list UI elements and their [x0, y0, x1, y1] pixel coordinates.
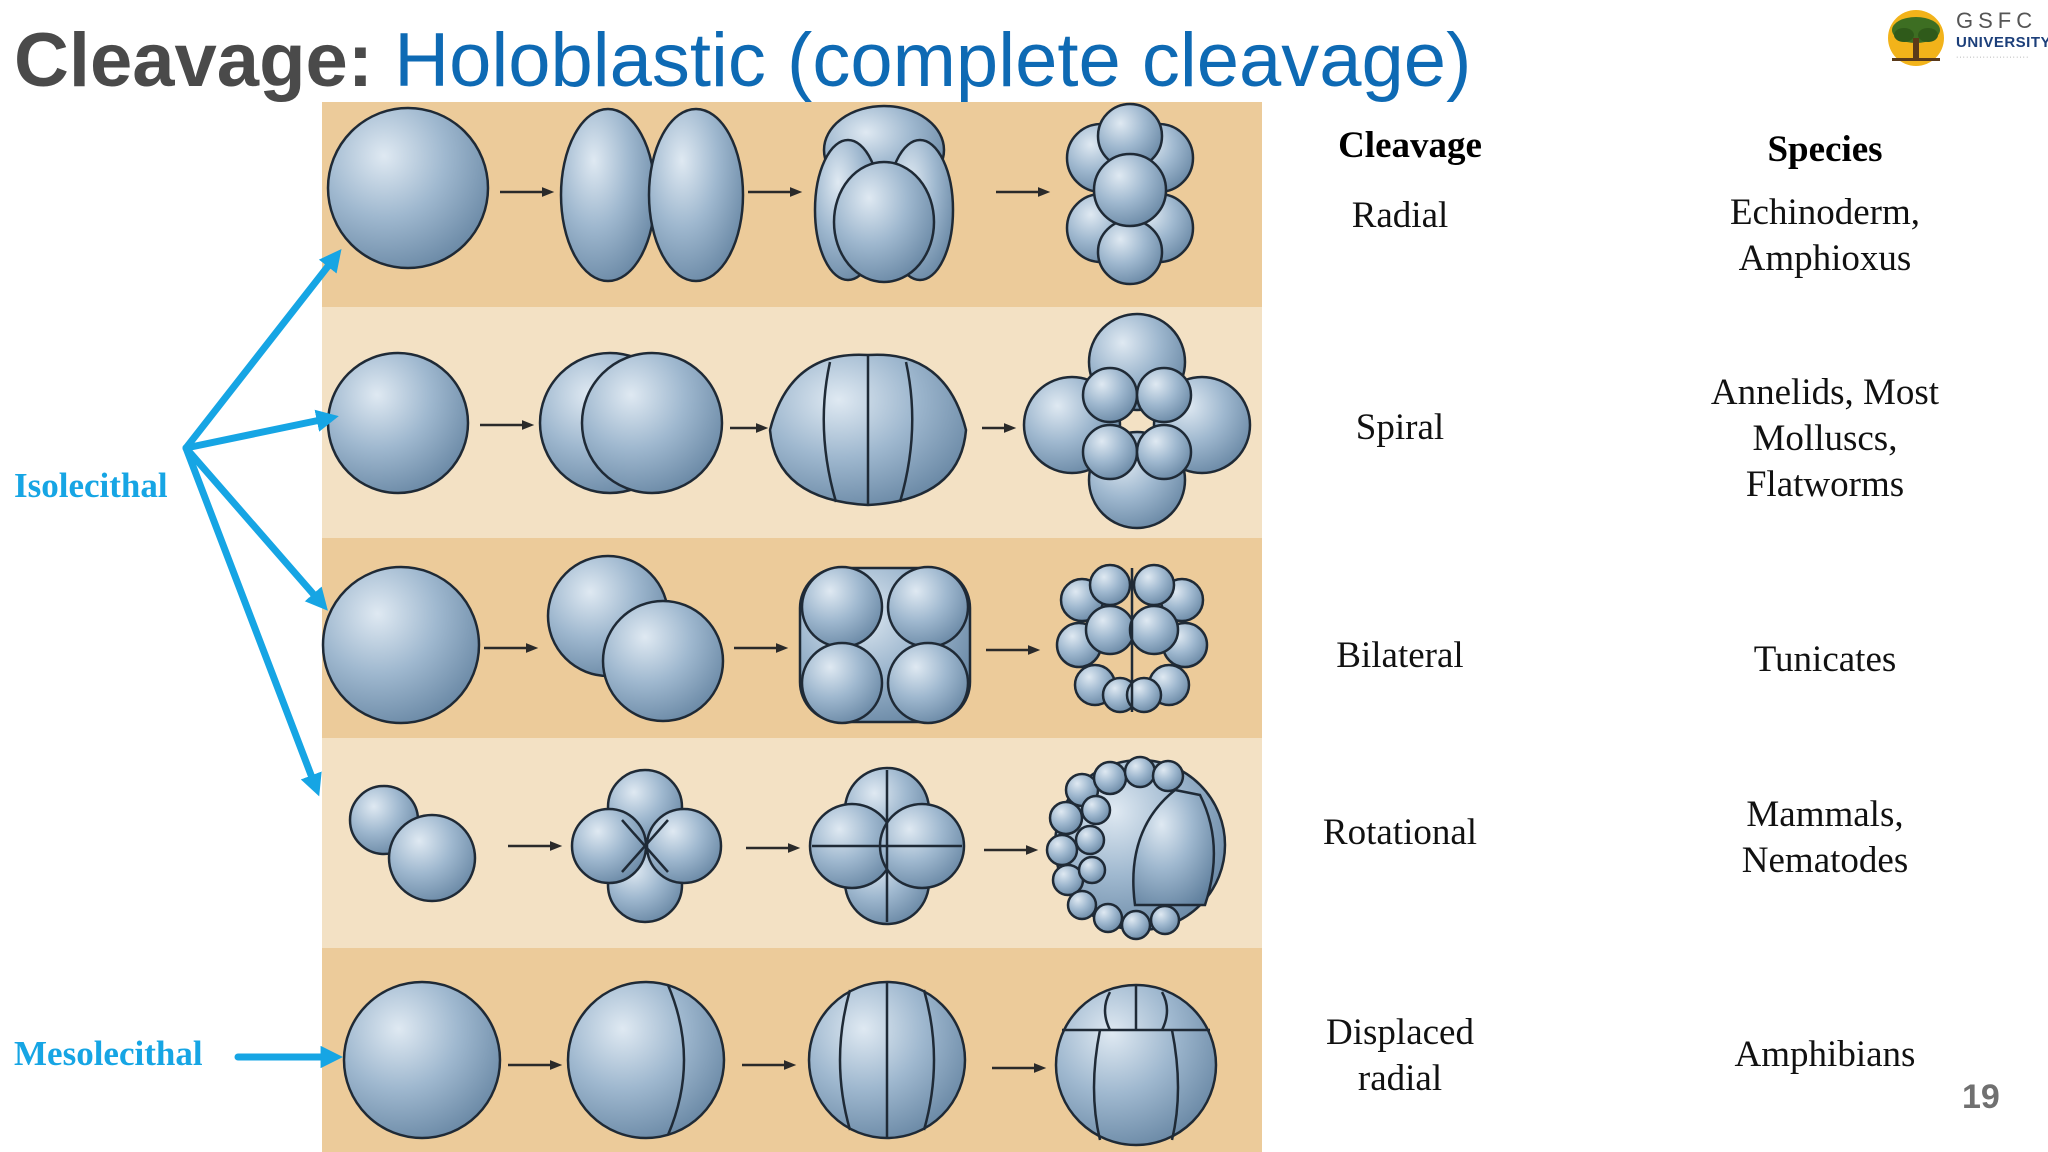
species-rotational: Mammals, Nematodes — [1741, 794, 1909, 881]
isolecithal-arrow-radial — [182, 248, 342, 452]
rotational-stage-1 — [348, 784, 477, 903]
bilateral-stage-3 — [798, 565, 972, 725]
slide-title: Cleavage: Holoblastic (complete cleavage… — [14, 14, 1471, 108]
cleavage-bilateral: Bilateral — [1336, 635, 1464, 676]
spiral-stage-3 — [768, 353, 968, 507]
displaced-radial-stage-1 — [342, 980, 502, 1140]
cleavage-displaced-radial: Displaced radial — [1326, 1012, 1474, 1099]
isolecithal-arrow-bilateral — [182, 444, 328, 611]
logo-tagline-mark: ······················ — [1956, 54, 2030, 61]
spiral-stage-1 — [326, 351, 470, 495]
spiral-stage-4 — [1022, 312, 1252, 530]
slide-number: 19 — [1962, 1078, 2000, 1116]
yolk-type-arrows — [182, 248, 343, 1069]
species-displaced-radial: Amphibians — [1734, 1034, 1916, 1075]
spiral-stage-2 — [538, 351, 724, 495]
header-cleavage: Cleavage — [1338, 125, 1482, 166]
species-spiral: Annelids, Most Molluscs, Flatworms — [1710, 372, 1940, 505]
tree-logo-icon — [1888, 10, 1944, 66]
stage-arrows — [480, 187, 1051, 1073]
radial-stage-1 — [326, 106, 490, 270]
cleavage-radial: Radial — [1351, 195, 1449, 236]
species-radial: Echinoderm, Amphioxus — [1729, 192, 1921, 279]
title-main: Holoblastic (complete cleavage) — [394, 18, 1472, 103]
isolecithal-arrow-rotational — [182, 444, 322, 797]
radial-stage-4 — [1065, 102, 1195, 286]
logo-text-university: UNIVERSITY — [1956, 34, 2048, 51]
bilateral-stage-1 — [321, 565, 481, 725]
species-tunicates: Tunicates — [1753, 639, 1897, 680]
displaced-radial-stage-3 — [807, 980, 967, 1140]
mesolecithal-label: Mesolecithal — [14, 1034, 203, 1073]
isolecithal-label: Isolecithal — [14, 466, 168, 505]
rotational-stage-3 — [808, 766, 966, 926]
displaced-radial-stage-4 — [1054, 983, 1218, 1147]
title-prefix: Cleavage: — [14, 18, 374, 103]
bilateral-stage-4 — [1055, 563, 1209, 714]
rotational-stage-4 — [1045, 755, 1227, 941]
cleavage-rotational: Rotational — [1322, 812, 1478, 853]
isolecithal-arrow-spiral — [182, 409, 339, 452]
rotational-stage-2 — [570, 768, 723, 924]
logo-text-gsfc: GSFC — [1956, 8, 2038, 33]
cleavage-spiral: Spiral — [1355, 407, 1445, 448]
displaced-radial-stage-2 — [566, 980, 726, 1140]
radial-stage-3 — [813, 104, 955, 284]
bilateral-stage-2 — [546, 554, 725, 723]
radial-stage-2 — [559, 107, 745, 283]
university-logo: GSFC UNIVERSITY ······················ — [1882, 4, 2048, 70]
header-species: Species — [1767, 129, 1883, 170]
